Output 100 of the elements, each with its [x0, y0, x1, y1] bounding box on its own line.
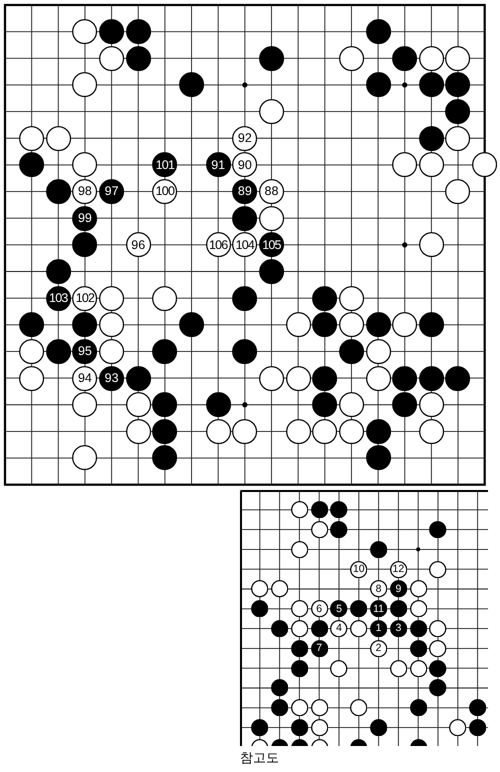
stone	[72, 152, 98, 178]
stone	[46, 338, 71, 364]
stone	[19, 152, 44, 178]
stone	[338, 338, 364, 364]
stone	[19, 312, 44, 338]
stone	[72, 312, 98, 338]
stone	[429, 640, 447, 658]
numbered-stone: 88	[258, 178, 284, 204]
stone	[350, 699, 368, 716]
stone	[258, 366, 284, 391]
stone	[330, 501, 348, 518]
stone	[258, 206, 284, 231]
stone	[330, 520, 348, 538]
stone	[350, 600, 368, 618]
numbered-stone: 8	[370, 580, 388, 598]
stone	[445, 126, 471, 151]
numbered-stone: 4	[330, 620, 348, 638]
numbered-stone: 105	[258, 232, 284, 258]
stone	[290, 540, 308, 558]
numbered-stone: 101	[152, 152, 178, 178]
stone	[449, 718, 466, 736]
numbered-stone: 1	[370, 620, 388, 638]
stone	[366, 19, 391, 44]
stone	[338, 392, 364, 418]
stone	[338, 312, 364, 338]
numbered-stone: 97	[99, 178, 124, 204]
numbered-stone: 90	[232, 152, 258, 178]
numbered-stone: 106	[206, 232, 231, 258]
stone	[429, 560, 447, 578]
numbered-stone: 96	[126, 232, 151, 258]
stone	[286, 366, 311, 391]
stone	[392, 392, 418, 418]
stone	[472, 152, 498, 178]
stone	[232, 286, 258, 311]
stone	[152, 338, 178, 364]
stone	[418, 46, 444, 71]
stone	[310, 718, 328, 736]
stone	[410, 640, 427, 658]
numbered-stone: 92	[232, 126, 258, 151]
stone	[312, 312, 338, 338]
stone	[232, 206, 258, 231]
stone	[290, 501, 308, 518]
stone	[270, 679, 288, 697]
numbered-stone: 3	[390, 620, 408, 638]
stone	[258, 99, 284, 124]
stone	[99, 286, 124, 311]
stone	[286, 312, 311, 338]
stone	[258, 46, 284, 71]
numbered-stone: 100	[152, 178, 178, 204]
stone	[418, 232, 444, 258]
stone	[366, 338, 391, 364]
stone	[270, 580, 288, 598]
stone	[46, 178, 71, 204]
numbered-stone: 93	[99, 366, 124, 391]
stone	[152, 418, 178, 444]
stone	[72, 445, 98, 471]
stone	[418, 72, 444, 98]
stone	[366, 418, 391, 444]
stone	[418, 392, 444, 418]
stone	[310, 520, 328, 538]
stone	[19, 366, 44, 391]
stone	[445, 46, 471, 71]
stone	[232, 338, 258, 364]
stone	[370, 718, 388, 736]
stone	[290, 640, 308, 658]
stone	[312, 418, 338, 444]
stone	[418, 366, 444, 391]
stone	[338, 286, 364, 311]
stone	[445, 99, 471, 124]
stone	[429, 620, 447, 638]
numbered-stone: 94	[72, 366, 98, 391]
stone	[392, 46, 418, 71]
stone	[312, 392, 338, 418]
numbered-stone: 2	[370, 640, 388, 658]
stone	[72, 19, 98, 44]
stone	[46, 258, 71, 284]
numbered-stone: 102	[72, 286, 98, 311]
stone	[72, 392, 98, 418]
numbered-stone: 12	[390, 560, 408, 578]
stone	[390, 600, 408, 618]
stone	[410, 620, 427, 638]
stone	[468, 718, 486, 736]
stone	[251, 580, 268, 598]
stone	[251, 600, 268, 618]
stone	[251, 718, 268, 736]
stone	[310, 699, 328, 716]
stone	[370, 540, 388, 558]
stone	[429, 679, 447, 697]
numbered-stone: 5	[330, 600, 348, 618]
board-caption: 참고도	[240, 750, 279, 767]
stone	[418, 312, 444, 338]
stone	[366, 366, 391, 391]
stone	[366, 72, 391, 98]
stone	[445, 72, 471, 98]
numbered-stone: 99	[72, 206, 98, 231]
stone	[270, 699, 288, 716]
numbered-stone: 6	[310, 600, 328, 618]
stone	[19, 338, 44, 364]
stone	[429, 520, 447, 538]
stone	[152, 445, 178, 471]
